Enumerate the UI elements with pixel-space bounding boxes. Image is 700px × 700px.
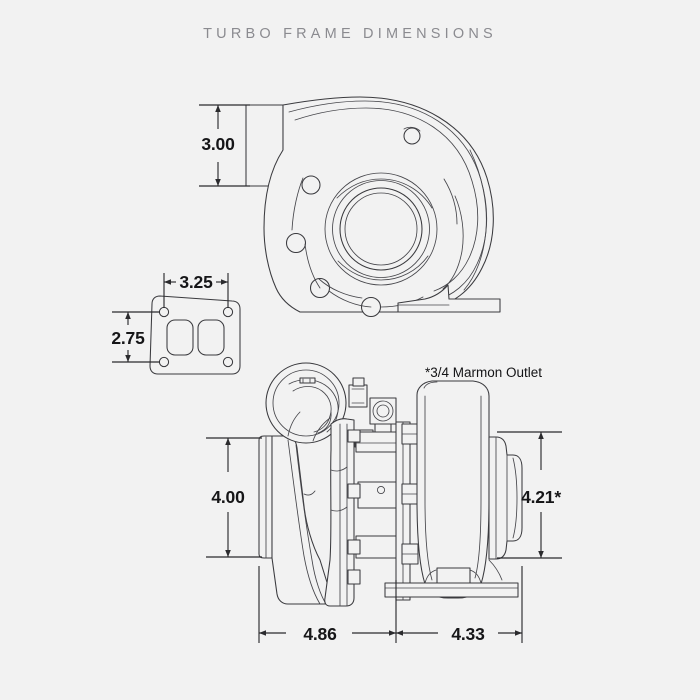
turbine-housing bbox=[416, 380, 490, 599]
dimension-value-4-00: 4.00 bbox=[211, 487, 245, 507]
housing-upper-detail bbox=[403, 126, 458, 225]
turbine-base-foot bbox=[384, 567, 519, 598]
compressor-hub-collar bbox=[336, 178, 433, 281]
dimension-4-21: 4.21* bbox=[497, 431, 562, 559]
oil-inlet-fitting bbox=[369, 397, 397, 433]
compressor-inlet-flange bbox=[265, 362, 347, 444]
compressor-mount-foot bbox=[397, 284, 501, 313]
dimension-value-3-00: 3.00 bbox=[201, 134, 235, 154]
turbine-joint-plate bbox=[395, 421, 419, 601]
top-view-compressor bbox=[245, 96, 501, 318]
vband-bolts bbox=[347, 429, 361, 585]
dimension-4-33: 4.33 bbox=[396, 566, 523, 644]
compressor-backplate bbox=[258, 435, 273, 559]
dimension-3-00: 3.00 bbox=[199, 104, 250, 187]
dimension-2-75: 2.75 bbox=[111, 311, 160, 363]
exhaust-stub bbox=[488, 559, 503, 581]
dimension-value-4-33: 4.33 bbox=[451, 624, 485, 644]
compressor-inlet-neck bbox=[287, 411, 331, 442]
dimension-value-4-86: 4.86 bbox=[303, 624, 337, 644]
dimension-3-25: 3.25 bbox=[163, 272, 229, 308]
page-title: TURBO FRAME DIMENSIONS bbox=[203, 26, 497, 42]
dimension-value-2-75: 2.75 bbox=[111, 328, 145, 348]
t4-flange-detail bbox=[149, 295, 241, 375]
dimension-4-00: 4.00 bbox=[206, 437, 262, 558]
marmon-outlet-flange bbox=[488, 436, 523, 560]
flange-inlet-ports bbox=[166, 319, 225, 356]
dimension-value-4-21: 4.21* bbox=[521, 487, 561, 507]
dimension-value-3-25: 3.25 bbox=[179, 272, 213, 292]
note-marmon-outlet: *3/4 Marmon Outlet bbox=[425, 365, 542, 380]
side-view-turbocharger bbox=[258, 362, 523, 607]
compressor-wheel-circles bbox=[324, 172, 438, 286]
flange-bolt-holes bbox=[158, 306, 234, 368]
compressor-housing-side bbox=[271, 435, 332, 605]
